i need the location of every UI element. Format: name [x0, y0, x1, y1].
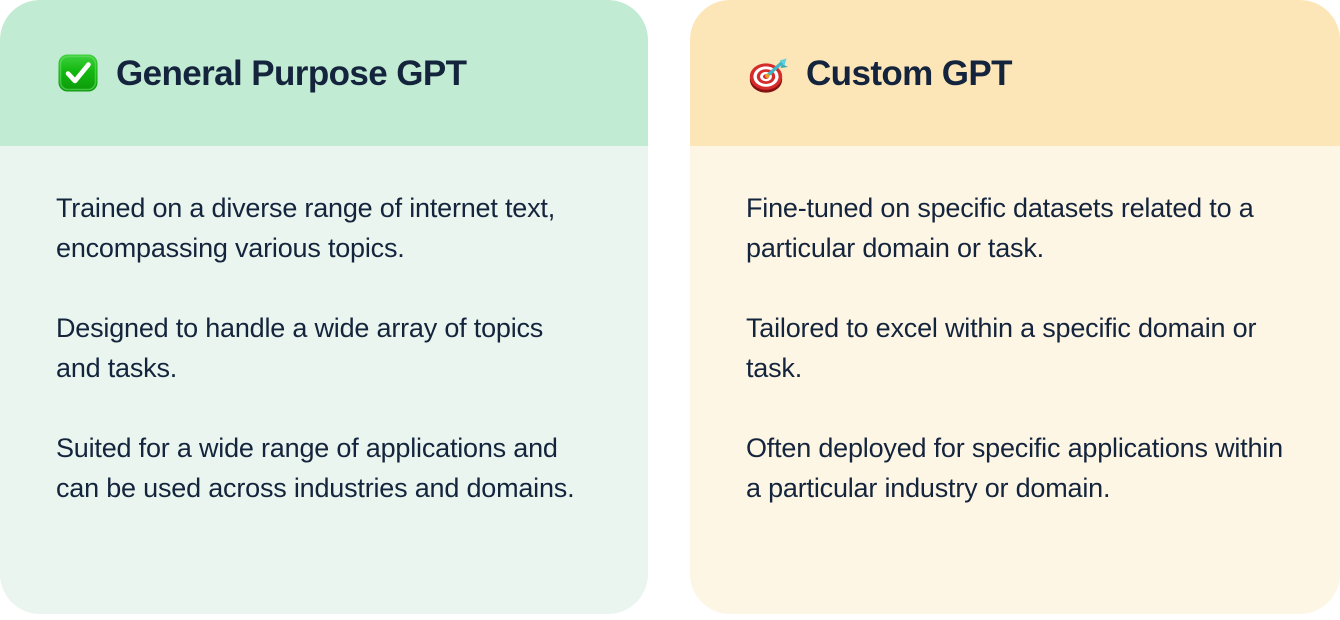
- card-header-general-purpose-gpt: General Purpose GPT: [0, 0, 648, 146]
- title-row: Custom GPT: [746, 51, 1013, 95]
- title-row: General Purpose GPT: [56, 51, 467, 95]
- card-paragraph: Trained on a diverse range of internet t…: [56, 193, 555, 263]
- white-check-mark-emoji: [56, 51, 100, 95]
- card-paragraph: Designed to handle a wide array of topic…: [56, 313, 544, 383]
- card-paragraph: Often deployed for specific applications…: [746, 433, 1283, 503]
- direct-hit-dart-emoji: [746, 51, 790, 95]
- card-general-purpose-gpt: General Purpose GPT Trained on a diverse…: [0, 0, 648, 614]
- card-header-custom-gpt: Custom GPT: [690, 0, 1340, 146]
- card-title-custom-gpt: Custom GPT: [806, 53, 1013, 93]
- card-title-general-purpose-gpt: General Purpose GPT: [116, 53, 467, 93]
- card-custom-gpt: Custom GPT Fine-tuned on specific datase…: [690, 0, 1340, 614]
- card-paragraph: Fine-tuned on specific datasets related …: [746, 193, 1254, 263]
- card-body-custom-gpt: Fine-tuned on specific datasets related …: [690, 146, 1340, 614]
- card-paragraph: Suited for a wide range of applications …: [56, 433, 575, 503]
- card-body-general-purpose-gpt: Trained on a diverse range of internet t…: [0, 146, 648, 614]
- card-paragraph: Tailored to excel within a specific doma…: [746, 313, 1257, 383]
